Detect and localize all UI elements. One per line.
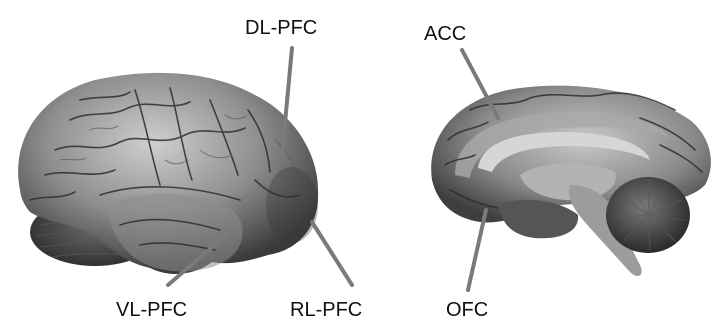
lateral-frontal-pole <box>266 167 318 243</box>
dl-pfc-label: DL-PFC <box>245 17 317 39</box>
acc-label: ACC <box>424 23 466 45</box>
ofc-label: OFC <box>446 299 488 321</box>
medial-temporal-lobe <box>500 200 578 239</box>
rl-pfc-label: RL-PFC <box>290 299 362 321</box>
rl-pfc-pointer <box>312 222 352 285</box>
medial-brain-view <box>431 86 711 276</box>
vl-pfc-label: VL-PFC <box>116 299 187 321</box>
lateral-brain-view <box>18 73 318 274</box>
ofc-pointer <box>468 210 486 290</box>
